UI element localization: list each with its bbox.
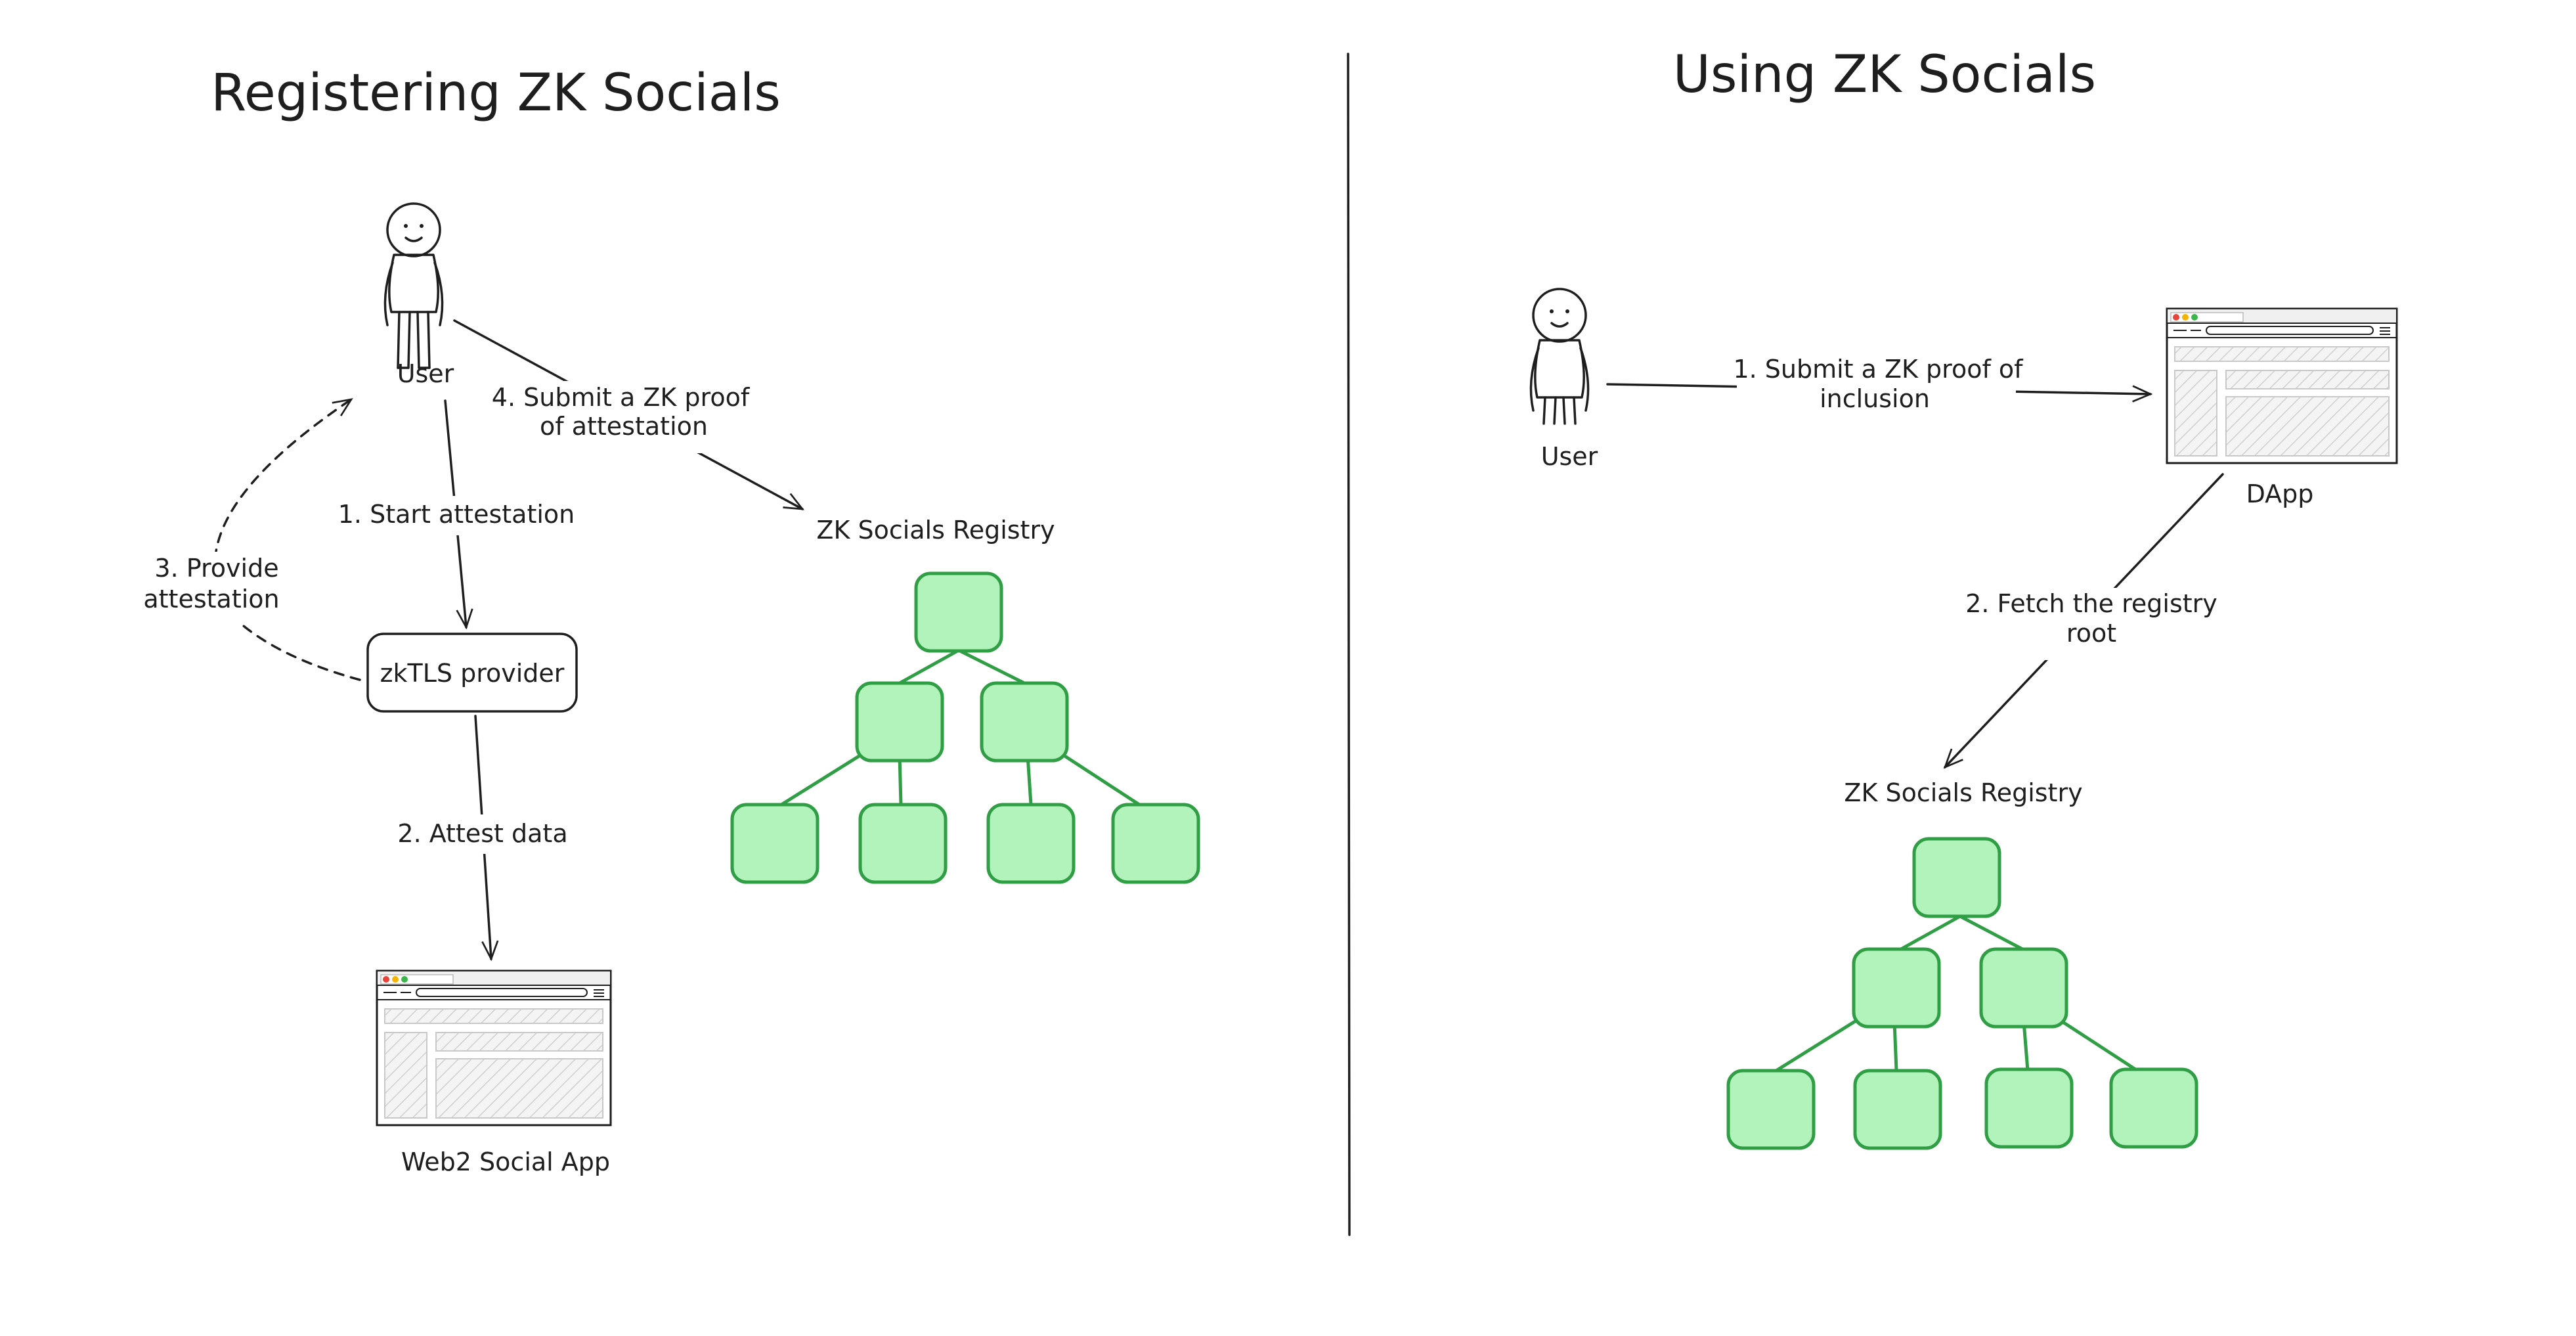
arrow-provide-attestation [213,398,361,681]
tree-edge [1774,1019,1857,1073]
tree-edge [779,753,862,807]
zktls-provider-box [366,633,578,713]
tree-node-leaf [1853,1069,1942,1150]
tree-edge [1958,914,2024,951]
tree-node-level1 [1979,947,2068,1029]
registry-tree-left [730,571,1200,884]
step4-label-line1: 4. Submit a ZK proof [492,383,751,412]
tree-node-leaf [986,803,1076,884]
user-icon [1529,288,1590,425]
tree-edge [1892,1019,1898,1073]
registry-label-left: ZK Socials Registry [816,516,1055,545]
tree-edge [2060,1019,2139,1073]
tree-edge [957,648,1026,685]
tree-node-leaf [1111,803,1200,884]
tree-node-leaf [858,803,948,884]
tree-edge [2022,1019,2030,1073]
tree-node-root [914,571,1003,653]
tree-node-level1 [980,681,1069,763]
tree-node-level1 [1852,947,1941,1029]
step1-label: 1. Start attestation [338,500,575,529]
panel-divider [1347,53,1351,1236]
right-step2-line2: root [2066,619,2116,648]
tree-node-root [1912,837,2001,918]
dapp-label: DApp [2246,479,2314,508]
tree-edge [898,753,903,807]
tree-edge [898,648,961,685]
web2-label: Web2 Social App [401,1147,610,1176]
right-step2-line1: 2. Fetch the registry [1965,589,2217,618]
step3-label-line1: 3. Provide [154,554,278,583]
tree-node-level1 [855,681,944,763]
right-step1-line1: 1. Submit a ZK proof of [1733,355,2024,384]
registry-tree-right [1726,837,2198,1150]
tree-edge [1062,753,1141,807]
tree-edge [1026,753,1033,807]
step2-label: 2. Attest data [397,819,567,848]
user-label-right: User [1541,442,1598,471]
registry-label-right: ZK Socials Registry [1844,778,2082,807]
user-label-left: User [397,359,454,388]
right-step1-line2: inclusion [1820,384,1930,413]
tree-node-leaf [1726,1069,1816,1150]
step4-label-line2: of attestation [540,412,708,441]
tree-edge [1899,914,1962,951]
right-title: Using ZK Socials [1673,45,2096,104]
user-icon [383,202,444,369]
step3-label-line2: attestation [143,585,279,613]
provider-label: zkTLS provider [380,659,565,688]
web2-app-browser-icon [376,969,612,1126]
tree-node-leaf [2109,1067,2198,1149]
left-title: Registering ZK Socials [211,64,781,123]
dapp-browser-icon [2166,307,2398,464]
tree-node-leaf [730,803,819,884]
tree-node-leaf [1984,1067,2074,1149]
